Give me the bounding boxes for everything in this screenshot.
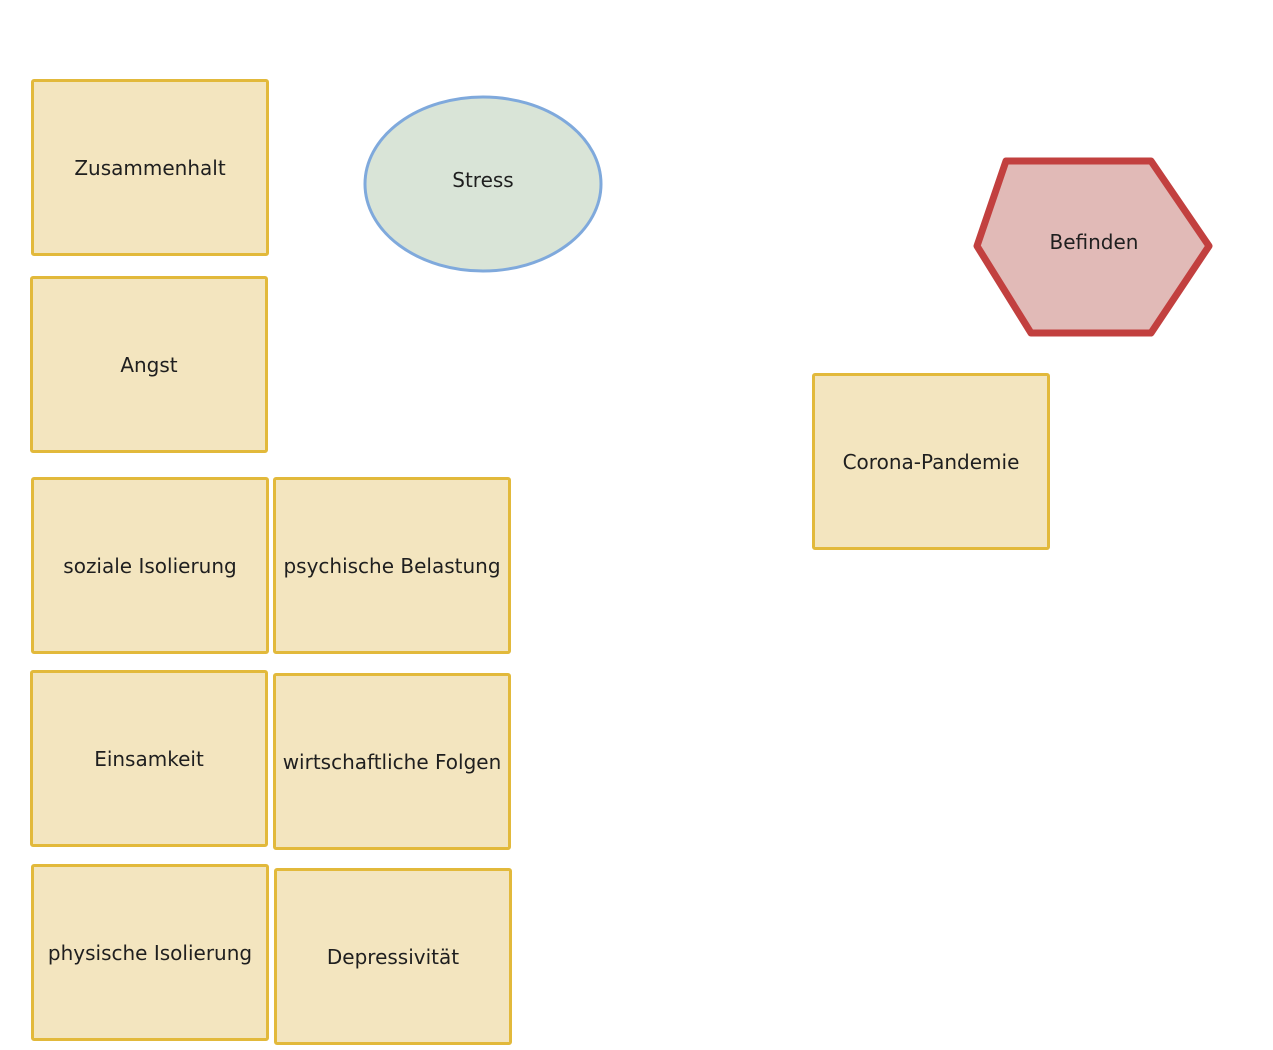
node-label: Zusammenhalt [74, 155, 226, 180]
node-label: Corona-Pandemie [842, 449, 1020, 474]
node-depressivitaet[interactable]: Depressivität [274, 868, 512, 1045]
stress-ellipse [363, 95, 603, 273]
node-label: Depressivität [326, 944, 460, 969]
node-label: psychische Belastung [283, 553, 501, 578]
node-psychische-belastung[interactable]: psychische Belastung [273, 477, 511, 654]
node-angst[interactable]: Angst [30, 276, 268, 453]
node-einsamkeit[interactable]: Einsamkeit [30, 670, 268, 847]
node-stress[interactable] [362, 95, 604, 275]
node-label: Einsamkeit [94, 746, 204, 771]
node-label: wirtschaftliche Folgen [282, 749, 502, 774]
node-label: physische Isolierung [47, 940, 253, 965]
node-soziale-isolierung[interactable]: soziale Isolierung [31, 477, 269, 654]
node-label: soziale Isolierung [63, 553, 237, 578]
node-corona-pandemie[interactable]: Corona-Pandemie [812, 373, 1050, 550]
befinden-hexagon [973, 157, 1213, 337]
node-physische-isolierung[interactable]: physische Isolierung [31, 864, 269, 1041]
node-zusammenhalt[interactable]: Zusammenhalt [31, 79, 269, 256]
node-befinden[interactable] [973, 157, 1215, 339]
node-wirtschaftliche-folgen[interactable]: wirtschaftliche Folgen [273, 673, 511, 850]
node-label: Angst [120, 352, 178, 377]
